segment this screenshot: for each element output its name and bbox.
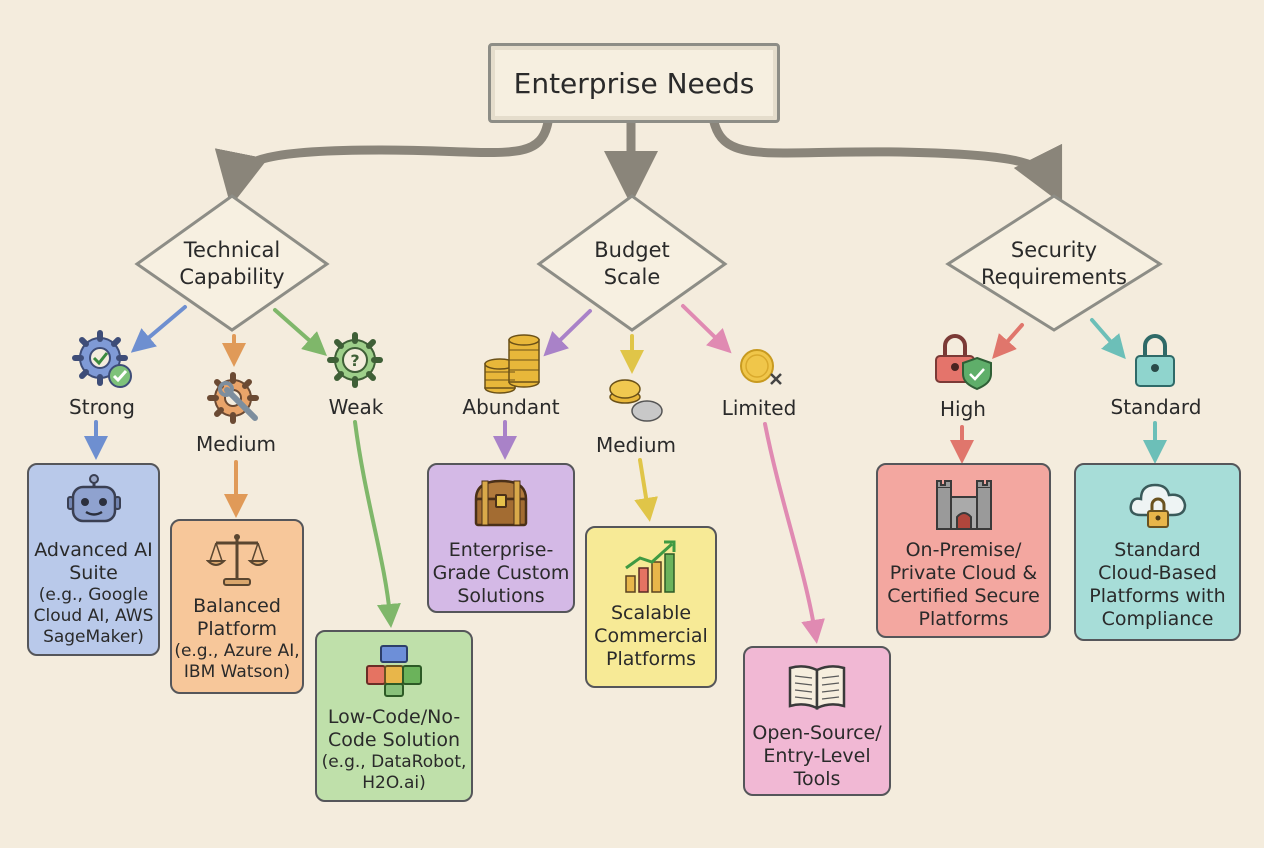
- castle-icon: [935, 480, 992, 530]
- lowcode-title-line2: Code Solution: [327, 729, 461, 751]
- advanced-sub-line1: (e.g., Google: [38, 585, 149, 605]
- branch-limited: Limited: [721, 396, 797, 420]
- outcome-advanced-ai-suite: Advanced AI Suite (e.g., Google Cloud AI…: [27, 463, 160, 656]
- budget-decision: Budget Scale: [552, 236, 712, 292]
- root-arrows: [214, 117, 1063, 207]
- opensource-line2: Entry-Level: [763, 745, 871, 767]
- advanced-title-line1: Advanced AI: [34, 539, 153, 561]
- root-label: Enterprise Needs: [513, 66, 755, 100]
- enterprise-line1: Enterprise-: [448, 539, 554, 561]
- branch-medium-budget: Medium: [596, 433, 676, 457]
- onpremise-line4: Platforms: [918, 608, 1009, 630]
- security-decision: Security Requirements: [960, 236, 1148, 292]
- cloudstd-line4: Compliance: [1101, 608, 1214, 630]
- gear-check-icon: [72, 330, 132, 388]
- outcome-enterprise-custom: Enterprise- Grade Custom Solutions: [427, 463, 575, 613]
- outcome-balanced-platform: Balanced Platform (e.g., Azure AI, IBM W…: [170, 519, 304, 694]
- balanced-title-line1: Balanced: [193, 595, 281, 617]
- onpremise-line1: On-Premise/: [905, 539, 1022, 561]
- lowcode-sub-line1: (e.g., DataRobot,: [321, 752, 467, 772]
- padlock-shield-icon: [935, 334, 992, 391]
- advanced-sub-line2: Cloud AI, AWS: [33, 606, 154, 626]
- enterprise-line3: Solutions: [457, 585, 545, 607]
- scalable-line3: Platforms: [605, 648, 697, 670]
- outcome-cloud-compliance: Standard Cloud-Based Platforms with Comp…: [1074, 463, 1241, 641]
- open-book-icon: [788, 665, 846, 710]
- technical-label-line1: Technical: [183, 238, 281, 262]
- outcome-on-premise: On-Premise/ Private Cloud & Certified Se…: [876, 463, 1051, 638]
- gear-question-icon: ?: [327, 332, 383, 388]
- scalable-line1: Scalable: [610, 602, 692, 624]
- outcome-low-code: Low-Code/No- Code Solution (e.g., DataRo…: [315, 630, 473, 802]
- growth-chart-icon: [625, 540, 676, 593]
- coins-icon: [609, 379, 663, 422]
- lowcode-sub-line2: H2O.ai): [362, 773, 426, 793]
- cloud-lock-icon: [1128, 483, 1186, 528]
- branch-strong: Strong: [69, 395, 135, 419]
- cloudstd-line3: Platforms with: [1089, 585, 1226, 607]
- balanced-sub-line1: (e.g., Azure AI,: [174, 641, 300, 661]
- onpremise-line3: Certified Secure: [887, 585, 1040, 607]
- coin-x-icon: [740, 349, 782, 385]
- advanced-title-line2: Suite: [69, 562, 118, 584]
- balanced-title-line2: Platform: [196, 618, 278, 640]
- cloudstd-line1: Standard: [1114, 539, 1201, 561]
- security-diamond: [945, 194, 1163, 332]
- balanced-sub-line2: IBM Watson): [183, 662, 291, 682]
- branch-arrows: [84, 304, 1167, 644]
- robot-icon: [66, 474, 121, 523]
- security-label-line2: Requirements: [981, 265, 1127, 289]
- gear-wrench-icon: [207, 372, 259, 424]
- padlock-icon: [1135, 334, 1175, 387]
- root-node: Enterprise Needs: [488, 43, 780, 123]
- cloudstd-line2: Cloud-Based: [1098, 562, 1217, 584]
- onpremise-line2: Private Cloud &: [889, 562, 1038, 584]
- outcome-open-source: Open-Source/ Entry-Level Tools: [743, 646, 891, 796]
- technical-decision: Technical Capability: [150, 236, 314, 292]
- budget-label-line1: Budget: [594, 238, 670, 262]
- branch-standard: Standard: [1110, 395, 1202, 419]
- advanced-sub-line3: SageMaker): [43, 627, 144, 647]
- lowcode-title-line1: Low-Code/No-: [327, 706, 461, 728]
- outcome-scalable-commercial: Scalable Commercial Platforms: [585, 526, 717, 688]
- branch-weak: Weak: [328, 395, 384, 419]
- treasure-chest-icon: [474, 479, 528, 527]
- budget-diamond: [536, 194, 728, 332]
- security-label-line1: Security: [1010, 238, 1098, 262]
- scalable-line2: Commercial: [594, 625, 708, 647]
- branch-abundant: Abundant: [462, 395, 560, 419]
- budget-label-line2: Scale: [603, 265, 661, 289]
- lego-blocks-icon: [366, 645, 422, 697]
- branch-medium-tech: Medium: [196, 432, 276, 456]
- opensource-line1: Open-Source/: [752, 722, 882, 744]
- enterprise-line2: Grade Custom: [432, 562, 570, 584]
- technical-label-line2: Capability: [179, 265, 285, 289]
- svg-text:?: ?: [350, 351, 359, 370]
- scales-icon: [206, 534, 268, 586]
- opensource-line3: Tools: [793, 768, 841, 790]
- branch-high: High: [940, 397, 986, 421]
- technical-diamond: [134, 194, 330, 332]
- coin-stack-icon: [484, 334, 540, 394]
